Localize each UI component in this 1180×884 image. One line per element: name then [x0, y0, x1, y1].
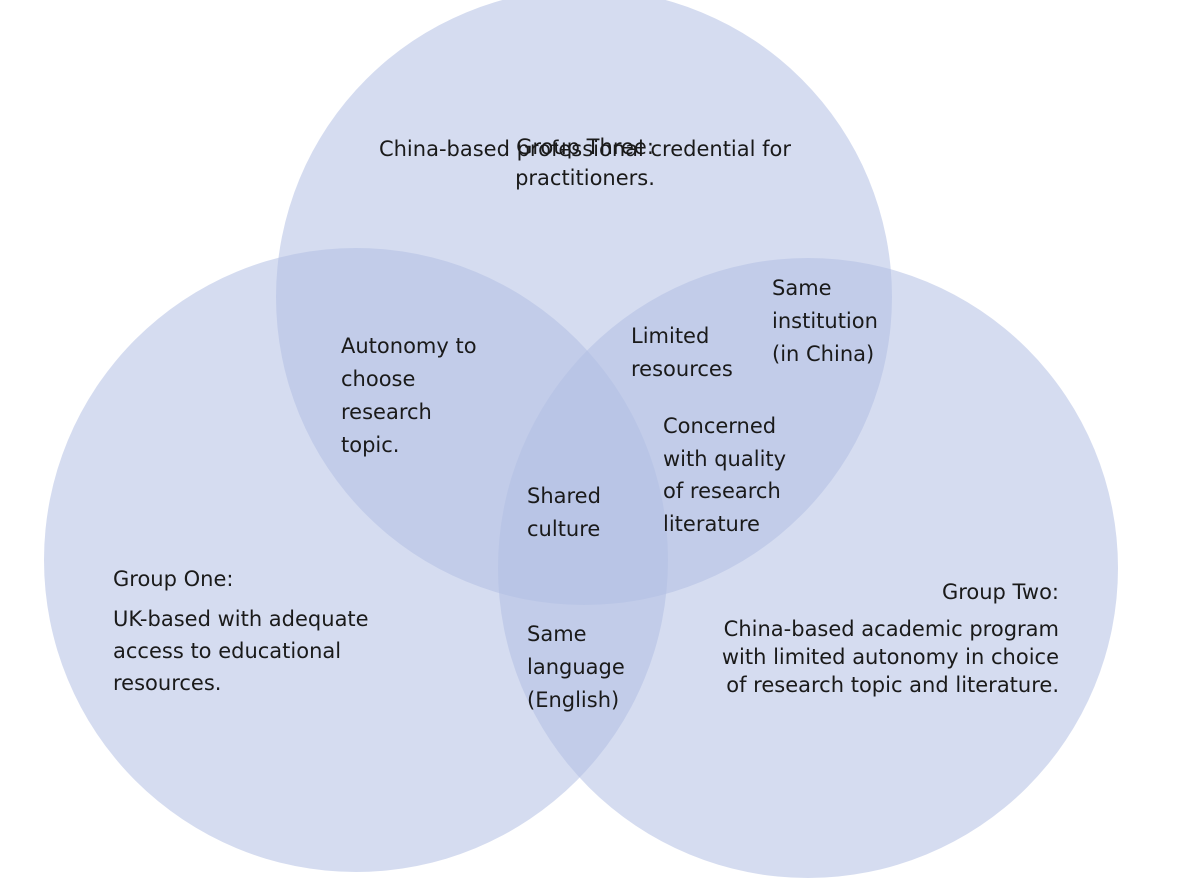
- group-three-description: China-based professional credential for …: [378, 137, 792, 190]
- group-two-description: China-based academic program with limite…: [721, 617, 1059, 697]
- group-one-title: Group One:: [113, 567, 234, 591]
- circle-group-two: [498, 258, 1118, 878]
- overlap-two-three-institution: Same institution (in China): [772, 276, 878, 366]
- overlap-two-three-quality: Concerned with quality of research liter…: [663, 414, 787, 536]
- group-one-description: UK-based with adequate access to educati…: [113, 607, 369, 695]
- group-two-title: Group Two:: [941, 580, 1059, 604]
- group-three-title: Group Three:: [516, 135, 654, 159]
- group-three-label: Group Three:: [516, 98, 654, 202]
- circle-group-one: [44, 248, 668, 872]
- overlap-one-two: Same language (English): [527, 622, 625, 712]
- overlap-two-three-resources: Limited resources: [631, 324, 733, 381]
- overlap-all-three: Shared culture: [527, 484, 601, 541]
- overlap-one-three: Autonomy to choose research topic.: [341, 334, 477, 457]
